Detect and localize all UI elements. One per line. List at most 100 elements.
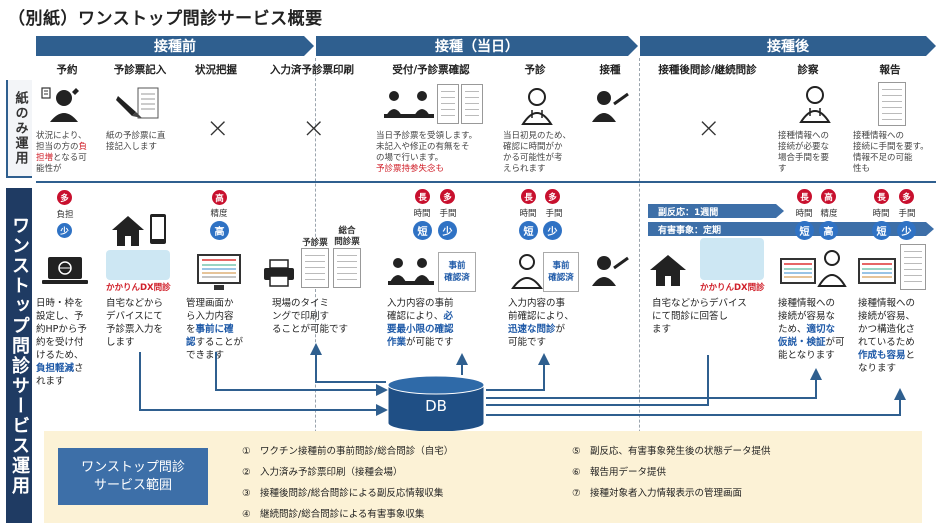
confirmed-label-top: 事前: [552, 261, 570, 271]
injection-icon: [590, 88, 630, 124]
row-divider: [36, 181, 936, 183]
sogo-label-top: 総合: [338, 226, 356, 236]
doctor-icon: [510, 252, 544, 290]
badge-long: 長: [874, 189, 889, 204]
admin-monitor-icon: [197, 254, 241, 284]
doctor-icon: [520, 86, 554, 126]
step-post-interview: 接種後問診/継続問診: [658, 64, 757, 76]
separator-after: [639, 58, 640, 503]
badge-many: 多: [545, 189, 560, 204]
admin-monitor-icon: [780, 258, 816, 284]
sogo-form-icon: [333, 248, 361, 288]
online-print-text: 現場のタイミングで印刷することが可能です: [272, 298, 349, 335]
sidebar-paper-label: 紙のみ運用: [12, 90, 28, 166]
scope-item: ⑥ 報告用データ提供: [572, 467, 667, 478]
kakarin-logo: かかりんDX問診: [106, 283, 171, 293]
step-print: 入力済予診票印刷: [270, 64, 354, 76]
family-illustration: [700, 238, 764, 280]
yoshinhyo-form-icon: [301, 248, 329, 288]
sidebar-paper: 紙のみ運用: [6, 80, 32, 178]
badge-long: 長: [797, 189, 812, 204]
phase-after: 接種後: [640, 36, 936, 56]
badge-high: 高: [210, 221, 229, 240]
phone-operator-icon: [41, 86, 82, 124]
effort-label: 手間: [545, 209, 563, 219]
confirmed-form-icon: 事前 確認済: [438, 252, 476, 292]
scope-item: ③ 接種後問診/総合問診による副反応情報収集: [242, 488, 444, 499]
badge-high: 高: [819, 221, 838, 240]
doctor-icon: [798, 84, 832, 124]
effort-label: 手間: [898, 209, 916, 219]
badge-high: 高: [821, 189, 836, 204]
page-title: （別紙）ワンストップ問診サービス概要: [8, 9, 323, 29]
online-consultation-text: 接種情報への接続が容易なため、適切な仮説・検証が可能となります: [778, 298, 845, 361]
scope-title-line1: ワンストップ問診: [81, 459, 185, 475]
scope-item: ① ワクチン接種前の事前問診/総合問診（自宅）: [242, 446, 454, 457]
online-examination-text: 入力内容の事前確認により、迅速な問診が可能です: [508, 298, 574, 348]
online-reception-text: 入力内容の事前確認により、必要最小限の確認作業が可能です: [387, 298, 454, 348]
home-icon: [110, 212, 168, 250]
report-document-icon: [900, 244, 926, 290]
effort-label: 手間: [439, 209, 457, 219]
confirmed-label-top: 事前: [448, 261, 466, 271]
scope-item: ④ 継続問診/総合問診による有害事象収集: [242, 509, 425, 520]
injection-icon: [590, 254, 630, 288]
step-examination: 予診: [524, 64, 546, 76]
paper-consultation-text: 接種情報への接続が必要な場合手間を要す: [778, 131, 830, 174]
sidebar-online-label: ワンストップ問診サービス運用: [9, 215, 30, 496]
no-process-cross: ×: [302, 111, 326, 144]
online-report-text: 接種情報への接続が容易、かつ構造化されているため作成も容易となります: [858, 298, 916, 374]
scope-item: ② 入力済み予診票印刷（接種会場）: [242, 467, 403, 478]
paper-report-text: 接種情報への接続に手間を要す。情報不足の可能性も: [853, 131, 929, 174]
family-illustration: [106, 250, 170, 280]
time-label: 時間: [872, 209, 890, 219]
badge-short: 短: [519, 221, 538, 240]
confirmed-label-bottom: 確認済: [444, 273, 470, 283]
step-consultation: 診察: [797, 64, 819, 76]
monitor-stand: [214, 285, 224, 290]
accuracy-label: 精度: [820, 209, 838, 219]
time-label: 時間: [413, 209, 431, 219]
step-form-entry: 予診票記入: [113, 64, 167, 76]
paper-form-entry-text: 紙の予診票に直接記入します: [106, 131, 166, 152]
badge-short: 短: [413, 221, 432, 240]
confirmed-label-bottom: 確認済: [548, 273, 574, 283]
scope-title-line2: サービス範囲: [93, 477, 172, 493]
badge-few: 少: [543, 221, 562, 240]
paper-examination-text: 当日初見のため、確認に時間がかかる可能性が考えられます: [503, 131, 572, 174]
report-document-icon: [878, 82, 906, 126]
phase-day: 接種（当日）: [316, 36, 638, 56]
step-report: 報告: [879, 64, 901, 76]
database-icon: DB: [386, 375, 486, 433]
step-reservation: 予約: [56, 64, 78, 76]
admin-monitor-icon: [858, 258, 896, 284]
time-label: 時間: [519, 209, 537, 219]
badge-short: 短: [872, 221, 891, 240]
pen-writing-icon: [114, 86, 162, 126]
phase-before: 接種前: [36, 36, 314, 56]
service-scope-title: ワンストップ問診 サービス範囲: [58, 448, 208, 505]
scope-item: ⑦ 接種対象者入力情報表示の管理画面: [572, 488, 743, 499]
scope-item: ⑤ 副反応、有害事象発生後の状態データ提供: [572, 446, 771, 457]
paper-form-icon: [461, 84, 483, 124]
time-label: 時間: [795, 209, 813, 219]
adverse-event-period-arrow: 有害事象：定期: [648, 222, 934, 236]
confirmed-form-icon: 事前 確認済: [543, 252, 579, 292]
side-effect-period-arrow: 副反応：1週間: [648, 204, 784, 218]
paper-form-icon: [437, 84, 459, 124]
badge-short: 短: [795, 221, 814, 240]
kakarin-logo: かかりんDX問診: [700, 283, 765, 293]
paper-reservation-text: 状況により、担当の方の負担増となる可能性が: [36, 131, 88, 174]
database-label: DB: [425, 397, 447, 415]
badge-many: 多: [440, 189, 455, 204]
reception-desk-icon: [384, 86, 434, 126]
badge-many: 多: [57, 190, 72, 205]
step-reception: 受付/予診票確認: [392, 64, 470, 76]
accuracy-label: 精度: [210, 209, 228, 219]
reception-desk-icon: [388, 254, 434, 290]
badge-few: 少: [438, 221, 457, 240]
home-icon: [648, 252, 688, 288]
burden-label: 負担: [56, 210, 74, 220]
paper-reception-text: 当日予診票を受領します。未記入や修正の有無をその場で行います。予診票持参失念も: [376, 131, 478, 174]
badge-long: 長: [521, 189, 536, 204]
